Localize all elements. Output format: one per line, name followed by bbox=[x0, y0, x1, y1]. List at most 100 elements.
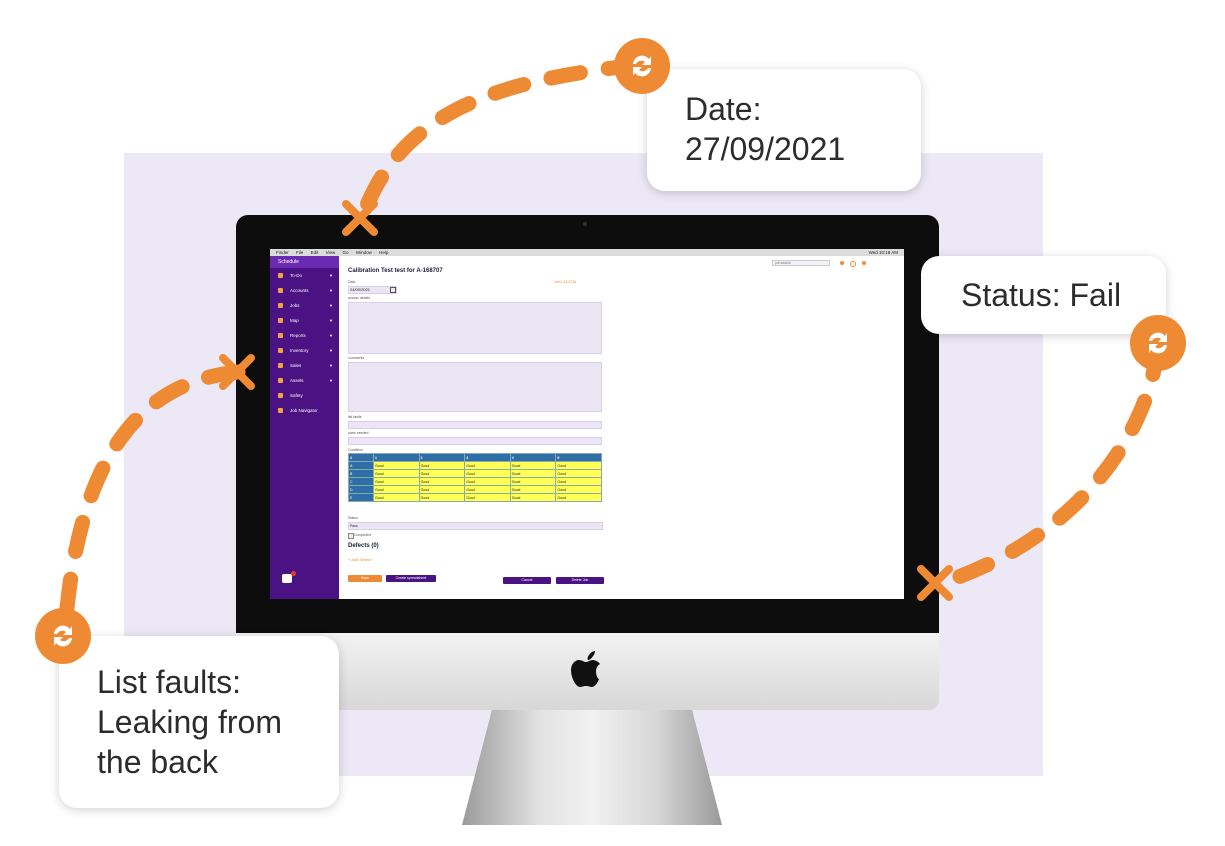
sidebar-item-sales[interactable]: Sales ▼ bbox=[270, 358, 339, 373]
inbox-icon[interactable] bbox=[282, 574, 292, 583]
settings-icon[interactable] bbox=[862, 261, 866, 265]
sidebar-item-safety[interactable]: Safety bbox=[270, 388, 339, 403]
notification-badge bbox=[291, 571, 296, 576]
sidebar-item-label: Accounts bbox=[290, 288, 309, 293]
sidebar-item-jobs[interactable]: Jobs ▼ bbox=[270, 298, 339, 313]
menu-item[interactable]: Help bbox=[379, 250, 389, 255]
inventory-icon bbox=[278, 348, 283, 353]
sidebar-item-inventory[interactable]: Inventory ▼ bbox=[270, 343, 339, 358]
table-row: A Good Good Good Good Good bbox=[348, 461, 602, 470]
completed-label: Completed bbox=[354, 533, 371, 537]
parts-field[interactable] bbox=[348, 437, 602, 445]
create-spreadsheet-button[interactable]: Create spreadsheet bbox=[386, 575, 436, 582]
completed-checkbox[interactable] bbox=[348, 533, 354, 539]
sidebar-item-label: Job Navigator bbox=[290, 408, 318, 413]
menu-item[interactable]: View bbox=[325, 250, 336, 255]
menubar-clock: Wed 10:18 AM bbox=[868, 250, 898, 255]
sidebar-item-schedule[interactable]: Schedule bbox=[270, 256, 339, 268]
access-label: access details bbox=[348, 296, 370, 300]
monitor-stand bbox=[462, 705, 722, 825]
chevron-down-icon: ▼ bbox=[329, 288, 333, 293]
sidebar-item-label: Safety bbox=[290, 393, 303, 398]
chevron-down-icon: ▼ bbox=[329, 333, 333, 338]
parts-label: parts needed bbox=[348, 431, 369, 435]
app-screen: Finder File Edit View Go Window Help Wed… bbox=[270, 249, 904, 599]
job-ref-link[interactable]: Job # 16-6716 bbox=[554, 280, 577, 284]
sync-icon bbox=[614, 38, 670, 94]
sidebar-item-todo[interactable]: To-Do ▼ bbox=[270, 268, 339, 283]
chevron-down-icon: ▼ bbox=[329, 378, 333, 383]
safety-icon bbox=[278, 393, 283, 398]
cross-icon bbox=[917, 565, 953, 601]
assets-icon bbox=[278, 378, 283, 383]
cancel-button[interactable]: Cancel bbox=[503, 577, 551, 584]
map-icon bbox=[278, 318, 283, 323]
status-select[interactable]: Pass bbox=[348, 522, 603, 530]
sidebar-item-label: Sales bbox=[290, 363, 302, 368]
access-details-field[interactable] bbox=[348, 302, 602, 354]
bell-icon[interactable] bbox=[840, 261, 844, 265]
faults-label: list faults bbox=[348, 415, 362, 419]
chevron-down-icon: ▼ bbox=[329, 303, 333, 308]
date-label: Date bbox=[348, 280, 356, 284]
sidebar-item-assets[interactable]: Assets ▼ bbox=[270, 373, 339, 388]
menu-item[interactable]: File bbox=[296, 250, 304, 255]
todo-icon bbox=[278, 273, 283, 278]
condition-table: # 1 2 3 4 5 A Good Good Good Good Good B… bbox=[348, 453, 602, 502]
save-button[interactable]: Save bbox=[348, 575, 382, 582]
sidebar: Schedule To-Do ▼ Accounts ▼ Jobs ▼ Map ▼ Rep… bbox=[270, 256, 339, 599]
cross-icon bbox=[219, 354, 255, 390]
date-field[interactable]: 24/09/2021 bbox=[348, 286, 397, 294]
status-callout: Status: Fail bbox=[921, 256, 1166, 334]
faults-field[interactable] bbox=[348, 421, 602, 429]
camera-dot bbox=[583, 222, 587, 226]
chevron-down-icon: ▼ bbox=[329, 348, 333, 353]
status-label: Status bbox=[348, 516, 358, 520]
sidebar-item-label: Assets bbox=[290, 378, 304, 383]
sidebar-item-label: Inventory bbox=[290, 348, 309, 353]
chevron-down-icon: ▼ bbox=[329, 318, 333, 323]
row-label: E bbox=[348, 493, 374, 502]
faults-callout: List faults: Leaking from the back bbox=[59, 636, 339, 808]
defects-heading: Defects (0) bbox=[348, 543, 379, 549]
chevron-down-icon: ▼ bbox=[329, 363, 333, 368]
comments-label: comments bbox=[348, 356, 365, 360]
table-row: D Good Good Good Good Good bbox=[348, 485, 602, 494]
date-callout: Date: 27/09/2021 bbox=[647, 69, 921, 191]
sidebar-item-label: Jobs bbox=[290, 303, 300, 308]
comments-field[interactable] bbox=[348, 362, 602, 412]
sidebar-item-job-navigator[interactable]: Job Navigator bbox=[270, 403, 339, 418]
menu-item[interactable]: Go bbox=[342, 250, 349, 255]
sidebar-item-label: Reports bbox=[290, 333, 306, 338]
sidebar-item-label: Map bbox=[290, 318, 299, 323]
menu-item[interactable]: Finder bbox=[276, 250, 289, 255]
sidebar-item-map[interactable]: Map ▼ bbox=[270, 313, 339, 328]
reports-icon bbox=[278, 333, 283, 338]
sync-icon bbox=[1130, 315, 1186, 371]
navigator-icon bbox=[278, 408, 283, 413]
table-row: E Good Good Good Good Good bbox=[348, 493, 602, 502]
delete-job-button[interactable]: Delete Job bbox=[556, 577, 604, 584]
calendar-icon[interactable] bbox=[390, 287, 396, 293]
cross-icon bbox=[342, 200, 378, 236]
add-defect-button[interactable]: + Add Defect bbox=[348, 557, 372, 562]
page-title: Calibration Test test for A-168707 bbox=[348, 268, 443, 274]
sidebar-item-reports[interactable]: Reports ▼ bbox=[270, 328, 339, 343]
chevron-down-icon: ▼ bbox=[329, 273, 333, 278]
condition-cell[interactable]: Good bbox=[555, 493, 602, 502]
condition-label: Condition bbox=[348, 448, 363, 452]
sales-icon bbox=[278, 363, 283, 368]
table-header-row: # 1 2 3 4 5 bbox=[348, 453, 602, 462]
job-search-input[interactable] bbox=[772, 260, 830, 266]
help-icon[interactable] bbox=[850, 261, 856, 267]
menu-item[interactable]: Edit bbox=[310, 250, 319, 255]
sidebar-item-accounts[interactable]: Accounts ▼ bbox=[270, 283, 339, 298]
jobs-icon bbox=[278, 303, 283, 308]
apple-logo-icon bbox=[571, 651, 600, 687]
accounts-icon bbox=[278, 288, 283, 293]
sync-icon bbox=[35, 608, 91, 664]
sidebar-item-label: To-Do bbox=[290, 273, 303, 278]
menu-item[interactable]: Window bbox=[355, 250, 372, 255]
mac-menubar: Finder File Edit View Go Window Help Wed… bbox=[270, 249, 904, 256]
